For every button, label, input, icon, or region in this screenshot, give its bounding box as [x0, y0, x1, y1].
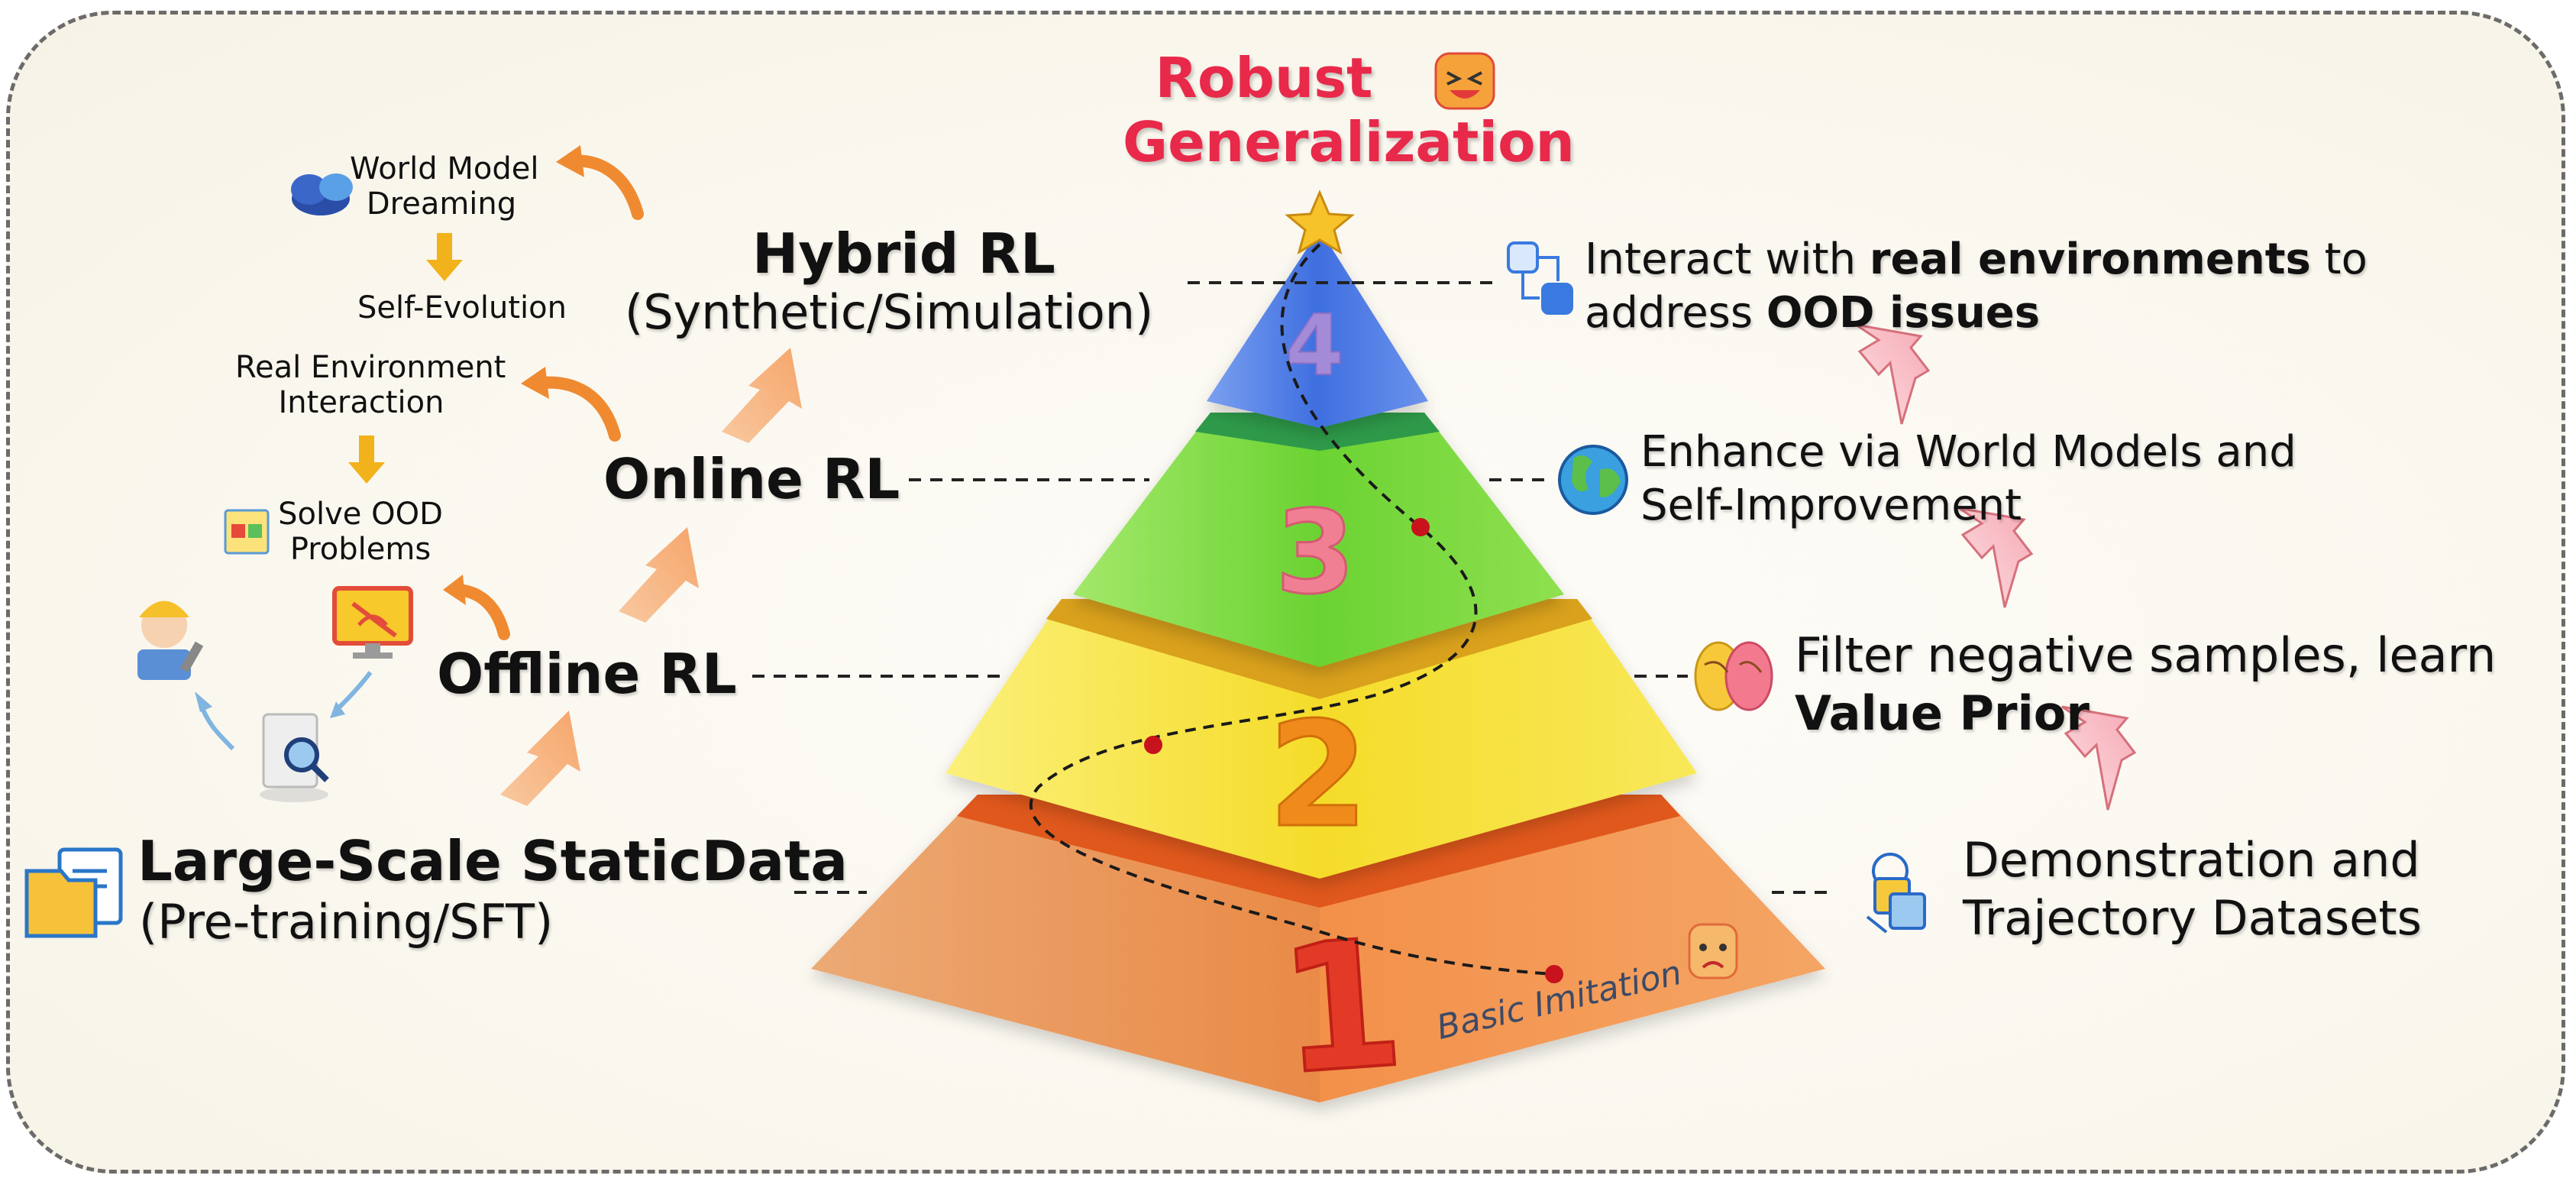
sad-emoji-icon — [1688, 923, 1738, 979]
checklist-icon — [224, 509, 270, 555]
cloud-icon — [291, 173, 353, 215]
tier-2-title: Offline RL — [437, 642, 737, 706]
tier-1-subtitle: (Pre-training/SFT) — [139, 894, 554, 950]
down-arrow — [348, 233, 463, 484]
title-line-1: Robust — [1155, 46, 1373, 110]
title-line-2: Generalization — [1123, 110, 1575, 174]
flowchart-icon — [1507, 241, 1573, 315]
tier-1-title: Large-Scale StaticData — [137, 829, 848, 893]
warning-monitor-icon — [332, 586, 413, 659]
tier-2-description: Filter negative samples, learn Value Pri… — [1795, 627, 2497, 741]
tier-4-subtitle: (Synthetic/Simulation) — [625, 284, 1154, 340]
dataset-icon — [1866, 853, 1926, 934]
tier-1-description: Demonstration and Trajectory Datasets — [1963, 832, 2422, 946]
brain-icon — [1694, 641, 1773, 711]
tier-4-block — [1207, 229, 1428, 428]
up-arrow — [500, 348, 802, 806]
star-icon — [1285, 189, 1355, 255]
progression-path — [1029, 243, 1555, 976]
tier-3-title: Online RL — [603, 447, 900, 511]
up-arrow — [1855, 323, 2137, 811]
tier-1-number: 1 — [1273, 902, 1409, 1115]
path-dot — [1144, 736, 1162, 754]
tier-3-block — [1073, 413, 1564, 667]
tier-4-description: Interact with real environments to addre… — [1585, 235, 2368, 338]
curved-arrow-head — [443, 145, 584, 605]
flow-self-evolution: Self-Evolution — [357, 290, 567, 325]
search-icon — [260, 713, 329, 802]
grin-emoji-icon — [1434, 52, 1495, 110]
path-dot — [1545, 965, 1563, 983]
document-folder-icon — [24, 847, 123, 938]
pyramid-title: Robust Generalization — [1123, 46, 1575, 174]
leader-lines — [752, 281, 1829, 894]
tier-3-number: 3 — [1275, 487, 1355, 620]
tier-2-number: 2 — [1268, 691, 1369, 860]
worker-icon — [137, 601, 204, 680]
tier-3-description: Enhance via World Models and Self-Improv… — [1640, 427, 2296, 530]
globe-icon — [1558, 445, 1628, 515]
tier-4-title: Hybrid RL — [752, 222, 1055, 286]
path-dot — [1411, 518, 1430, 536]
